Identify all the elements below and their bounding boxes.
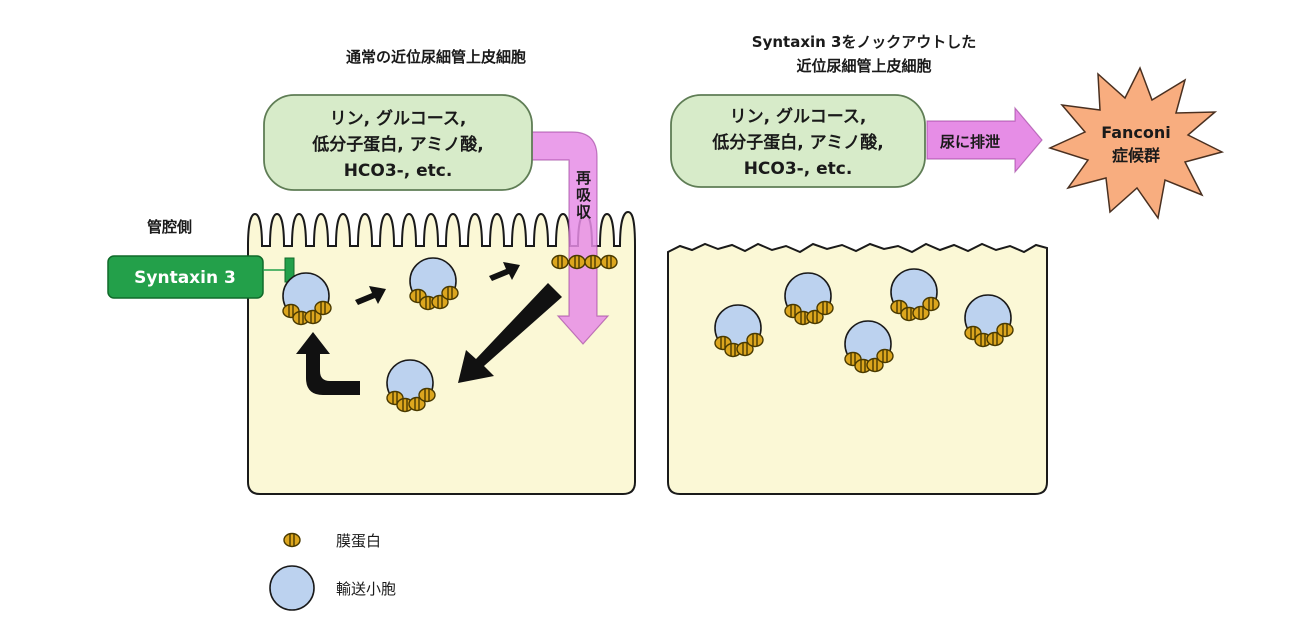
ko-substances-line-3: HCO3-, etc. (744, 159, 853, 179)
cycle-arrow-2 (489, 262, 520, 281)
excretion-label: 尿に排泄 (940, 133, 1000, 151)
cycle-arrow-4 (296, 332, 360, 395)
ko-substances-line-2: 低分子蛋白, アミノ酸, (711, 132, 884, 153)
syntaxin-3-box (107, 255, 264, 299)
legend-vesicle-label: 輸送小胞 (336, 580, 396, 598)
syntaxin-3-label: Syntaxin 3 (134, 268, 236, 288)
fanconi-burst (1047, 66, 1225, 220)
membrane-protein (600, 254, 618, 270)
substances-line-3: HCO3-, etc. (344, 161, 453, 181)
reabsorption-label: 再吸収 (574, 170, 592, 221)
legend-membrane-protein-icon (283, 532, 301, 548)
fanconi-label-2: 症候群 (1112, 146, 1160, 165)
knockout-cell-title-1: Syntaxin 3をノックアウトした (752, 33, 976, 51)
cycle-arrow-3 (458, 283, 562, 383)
normal-cell-title: 通常の近位尿細管上皮細胞 (346, 48, 526, 66)
fanconi-label-1: Fanconi (1101, 123, 1171, 142)
knockout-substances-box (670, 94, 926, 188)
cycle-arrow-1 (355, 286, 386, 305)
lumen-side-label: 管腔側 (147, 218, 192, 236)
membrane-protein (551, 254, 569, 270)
ko-substances-line-1: リン, グルコース, (730, 106, 867, 127)
reabsorption-arrow (522, 131, 610, 345)
membrane-protein (568, 254, 586, 270)
membrane-protein (584, 254, 602, 270)
legend-vesicle-icon (269, 565, 315, 611)
substances-line-2: 低分子蛋白, アミノ酸, (311, 134, 484, 155)
legend-membrane-protein-label: 膜蛋白 (336, 532, 381, 550)
substances-line-3-text: HCO3-, etc. (344, 161, 453, 181)
excretion-arrow (926, 106, 1043, 174)
normal-substances-box (263, 94, 533, 191)
substances-line-1: リン, グルコース, (330, 108, 467, 129)
knockout-cell-title-2: 近位尿細管上皮細胞 (796, 57, 931, 75)
